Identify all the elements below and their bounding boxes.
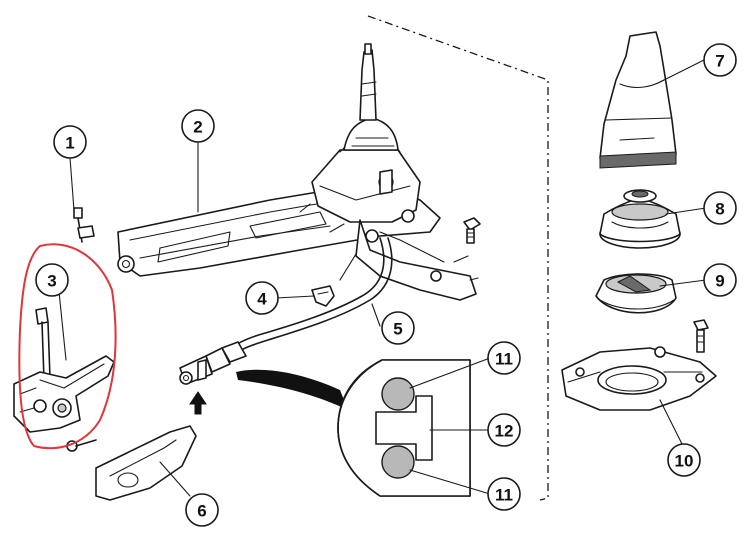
callout-4: 4 bbox=[245, 281, 279, 315]
leader-11a bbox=[409, 357, 491, 389]
bushing-upper bbox=[381, 377, 415, 411]
mounting-bolt-upper bbox=[463, 217, 481, 244]
callout-12: 12 bbox=[487, 413, 521, 447]
callout-7: 7 bbox=[703, 43, 737, 77]
shift-cable bbox=[179, 237, 393, 385]
selector-bracket-assembly bbox=[13, 307, 115, 433]
leader-1 bbox=[69, 157, 75, 211]
callout-11-upper-label: 11 bbox=[495, 350, 513, 369]
callout-1-label: 1 bbox=[65, 134, 74, 153]
callout-11-lower-label: 11 bbox=[495, 486, 513, 505]
callout-1: 1 bbox=[53, 125, 87, 159]
callout-11-lower: 11 bbox=[487, 477, 521, 511]
shift-linkage bbox=[339, 209, 479, 301]
detail-arrow-icon bbox=[189, 391, 207, 415]
callout-5: 5 bbox=[381, 311, 415, 345]
callout-12-label: 12 bbox=[495, 422, 514, 441]
leader-9 bbox=[659, 279, 707, 287]
callout-11-upper: 11 bbox=[487, 341, 521, 375]
leader-5 bbox=[371, 303, 381, 327]
leader-10 bbox=[659, 399, 685, 449]
upper-bracket-pin bbox=[73, 207, 95, 243]
callout-2-label: 2 bbox=[193, 118, 202, 137]
callout-2: 2 bbox=[181, 109, 215, 143]
callout-3-label: 3 bbox=[47, 272, 56, 291]
callout-9-label: 9 bbox=[715, 272, 724, 291]
callout-9: 9 bbox=[703, 263, 737, 297]
leader-8 bbox=[665, 207, 707, 215]
callout-10: 10 bbox=[667, 443, 701, 477]
leader-6 bbox=[159, 461, 191, 497]
callout-6: 6 bbox=[185, 493, 219, 527]
callout-4-label: 4 bbox=[257, 290, 267, 309]
callout-5-label: 5 bbox=[393, 320, 402, 339]
bezel-ring bbox=[595, 273, 677, 314]
callout-7-label: 7 bbox=[715, 52, 724, 71]
bushing-lower bbox=[381, 445, 415, 479]
leader-4 bbox=[275, 295, 315, 299]
dashed-assembly-boundary bbox=[367, 15, 549, 501]
callout-3: 3 bbox=[35, 263, 69, 297]
shift-lever-tower bbox=[311, 43, 421, 223]
callout-8: 8 bbox=[703, 191, 737, 225]
callout-10-label: 10 bbox=[675, 452, 694, 471]
gear-knob bbox=[599, 31, 677, 169]
mounting-bolt-lower bbox=[693, 319, 709, 353]
callout-6-label: 6 bbox=[197, 502, 206, 521]
detail-magnifier bbox=[236, 359, 471, 497]
mounting-frame bbox=[561, 346, 717, 411]
bracket-screw bbox=[66, 439, 97, 452]
cover-plate bbox=[95, 425, 197, 501]
retaining-clip bbox=[311, 285, 335, 307]
shift-boot bbox=[599, 189, 681, 249]
red-highlight-circle bbox=[18, 243, 117, 450]
callout-8-label: 8 bbox=[715, 200, 724, 219]
leader-11b bbox=[409, 469, 491, 495]
leader-7 bbox=[659, 59, 705, 83]
